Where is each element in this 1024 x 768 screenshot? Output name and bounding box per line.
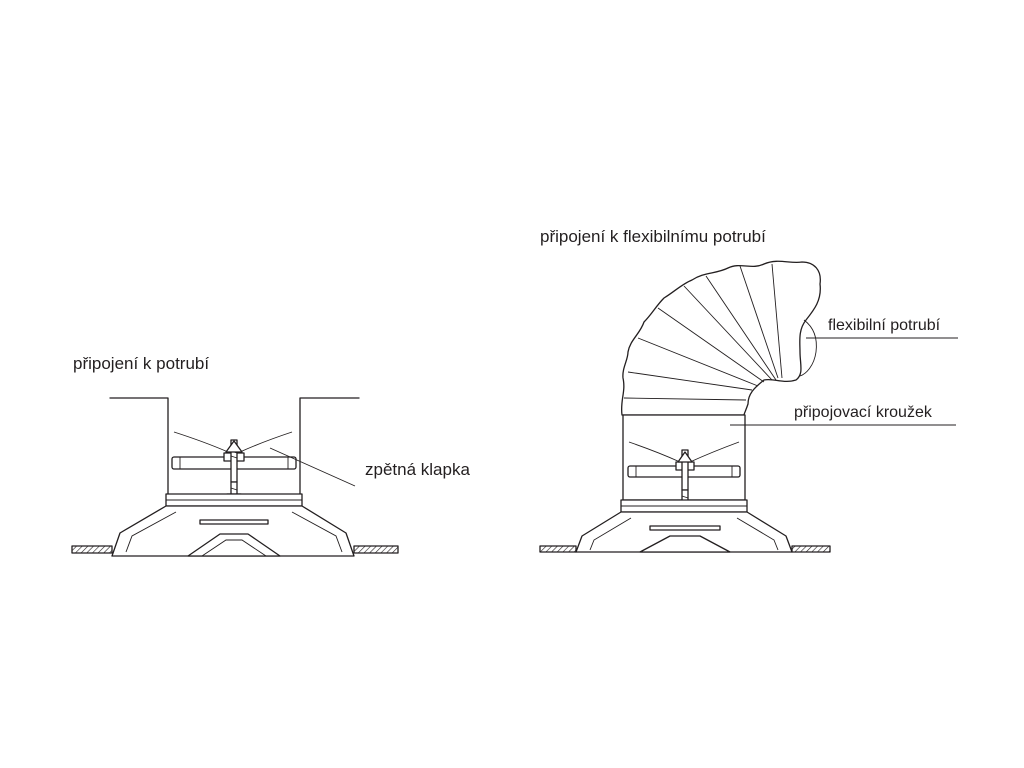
flexible-duct-label: flexibilní potrubí [828, 317, 941, 334]
left-ceiling-right [353, 545, 399, 554]
right-flex-assembly [539, 260, 958, 553]
left-duct-assembly [71, 397, 399, 557]
right-ceiling-left [539, 545, 577, 553]
left-duct-wall-right [299, 397, 360, 495]
flexible-duct [620, 260, 821, 416]
left-figure-title: připojení k potrubí [73, 354, 210, 373]
connection-ring-label: připojovací kroužek [794, 404, 932, 421]
left-check-damper [171, 431, 297, 483]
right-ceiling-right [791, 545, 831, 553]
left-valve-body [111, 505, 355, 557]
left-duct-wall-left [109, 397, 169, 495]
check-damper-label: zpětná klapka [365, 460, 470, 479]
left-ceiling-left [71, 545, 113, 554]
right-check-damper [627, 441, 741, 491]
right-figure-title: připojení k flexibilnímu potrubí [540, 227, 766, 246]
left-leader-line [269, 447, 356, 487]
right-cone [639, 535, 731, 553]
left-cone-plate [199, 519, 269, 525]
